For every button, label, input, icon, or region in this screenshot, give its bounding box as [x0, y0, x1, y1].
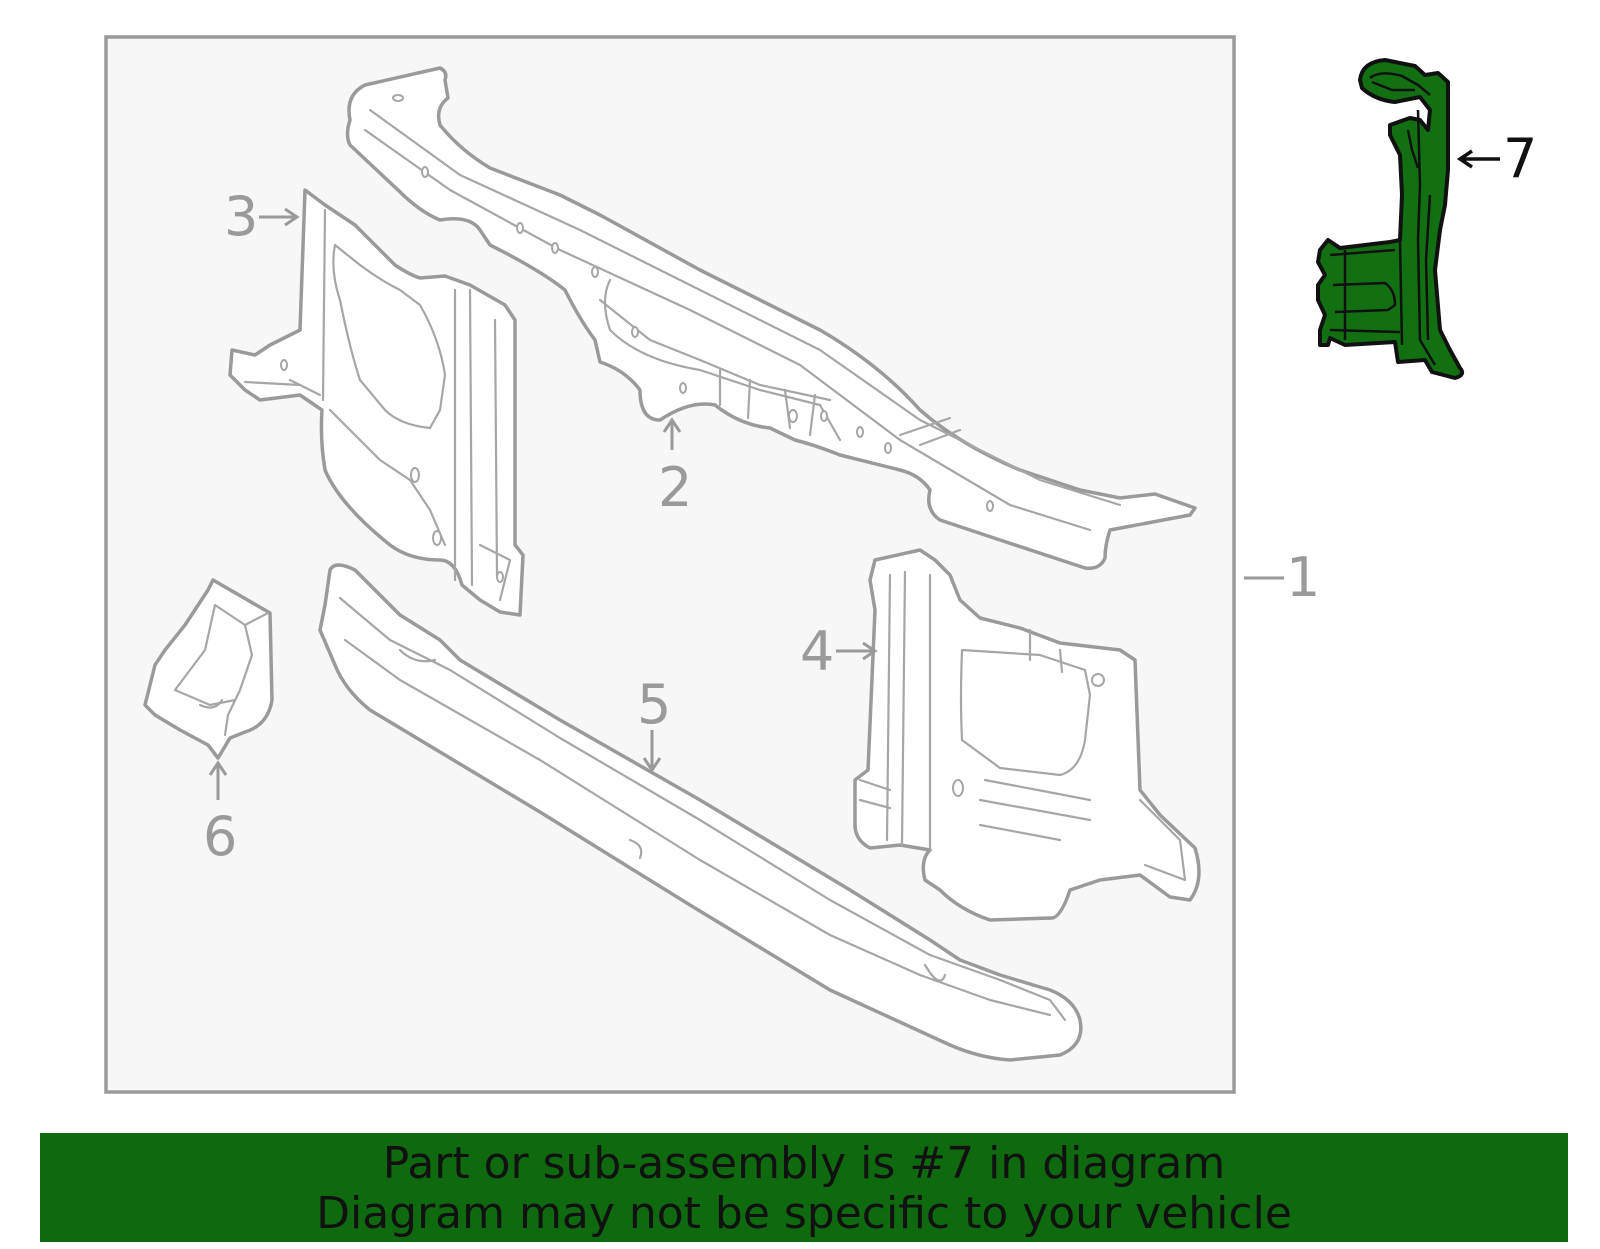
callout-2: 2 [658, 456, 692, 519]
part-3-left-side-support [228, 188, 525, 617]
banner-line-2: Diagram may not be specific to your vehi… [316, 1188, 1292, 1239]
assembly-frame [104, 35, 1236, 1094]
callout-7: 7 [1503, 127, 1537, 190]
callout-5: 5 [637, 673, 671, 736]
banner-line-1: Part or sub-assembly is #7 in diagram [382, 1138, 1226, 1189]
callout-4: 4 [800, 620, 834, 683]
part-7-highlighted-bracket [1316, 58, 1465, 380]
callout-3: 3 [224, 185, 258, 248]
leader-lines [208, 149, 1500, 800]
callout-6: 6 [203, 805, 237, 868]
callout-1: 1 [1286, 546, 1320, 609]
part-2-upper-support [345, 66, 1197, 571]
part-info-banner: Part or sub-assembly is #7 in diagram Di… [40, 1133, 1568, 1242]
part-5-lower-support [318, 563, 1083, 1062]
part-6-bracket [143, 578, 274, 760]
part-4-right-side-support [853, 548, 1201, 922]
